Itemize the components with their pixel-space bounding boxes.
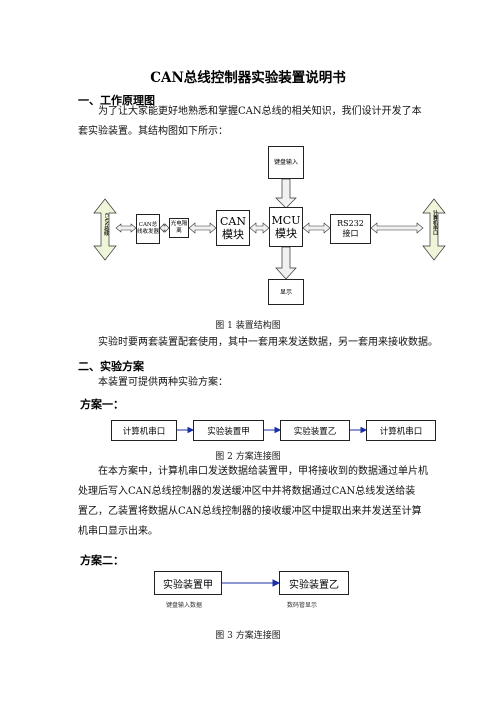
section1-paragraph: 为了让大家能更好地熟悉和掌握CAN总线的相关知识，我们设计开发了本套实验装置。其… (78, 106, 422, 137)
scheme1-paragraph: 在本方案中，计算机串口发送数据给装置甲，甲将接收到的数据通过单片机 处理后写入C… (78, 462, 438, 542)
scheme1-box-device-a: 实验装置甲 (193, 420, 264, 441)
figure-2-caption: 图 2 方案连接图 (215, 452, 281, 462)
scheme1-box-pc-serial-receiver: 计算机串口 (366, 420, 436, 441)
section2-heading: 二、实验方案 (78, 360, 144, 373)
scheme1-box-pc-serial-sender: 计算机串口 (111, 420, 177, 441)
scheme1-line-2: 处理后写入CAN总线控制器的发送缓冲区中并将数据通过CAN总线发送给装 (78, 486, 416, 497)
document-title: CAN总线控制器实验装置说明书 (150, 70, 346, 86)
scheme1-box-device-b: 实验装置乙 (280, 420, 350, 441)
scheme1-heading: 方案一： (80, 398, 124, 411)
scheme1-line-3: 置乙，乙装置将数据从CAN总线控制器的接收缓冲区中提取出来并发送至计算 (78, 506, 422, 517)
figure-3-caption: 图 3 方案连接图 (215, 631, 281, 641)
scheme1-line-1: 在本方案中，计算机串口发送数据给装置甲，甲将接收到的数据通过单片机 (98, 466, 428, 477)
scheme2-note-keyboard: 键盘输入数据 (166, 602, 203, 609)
scheme1-line-4: 机串口显示出来。 (78, 526, 158, 537)
section2-paragraph: 本装置可提供两种实验方案： (98, 377, 228, 388)
figure-1-caption: 图 1 装置结构图 (215, 321, 281, 331)
usage-paragraph: 实验时要两套装置配套使用，其中一套用来发送数据，另一套用来接收数据。 (98, 337, 438, 348)
scheme2-note-display: 数码管显示 (287, 602, 318, 609)
section1-heading: 一、工作原理图 (78, 94, 155, 107)
scheme2-heading: 方案二： (80, 554, 124, 567)
scheme2-box-device-a: 实验装置甲 (154, 571, 222, 595)
scheme2-box-device-b: 实验装置乙 (279, 571, 349, 595)
